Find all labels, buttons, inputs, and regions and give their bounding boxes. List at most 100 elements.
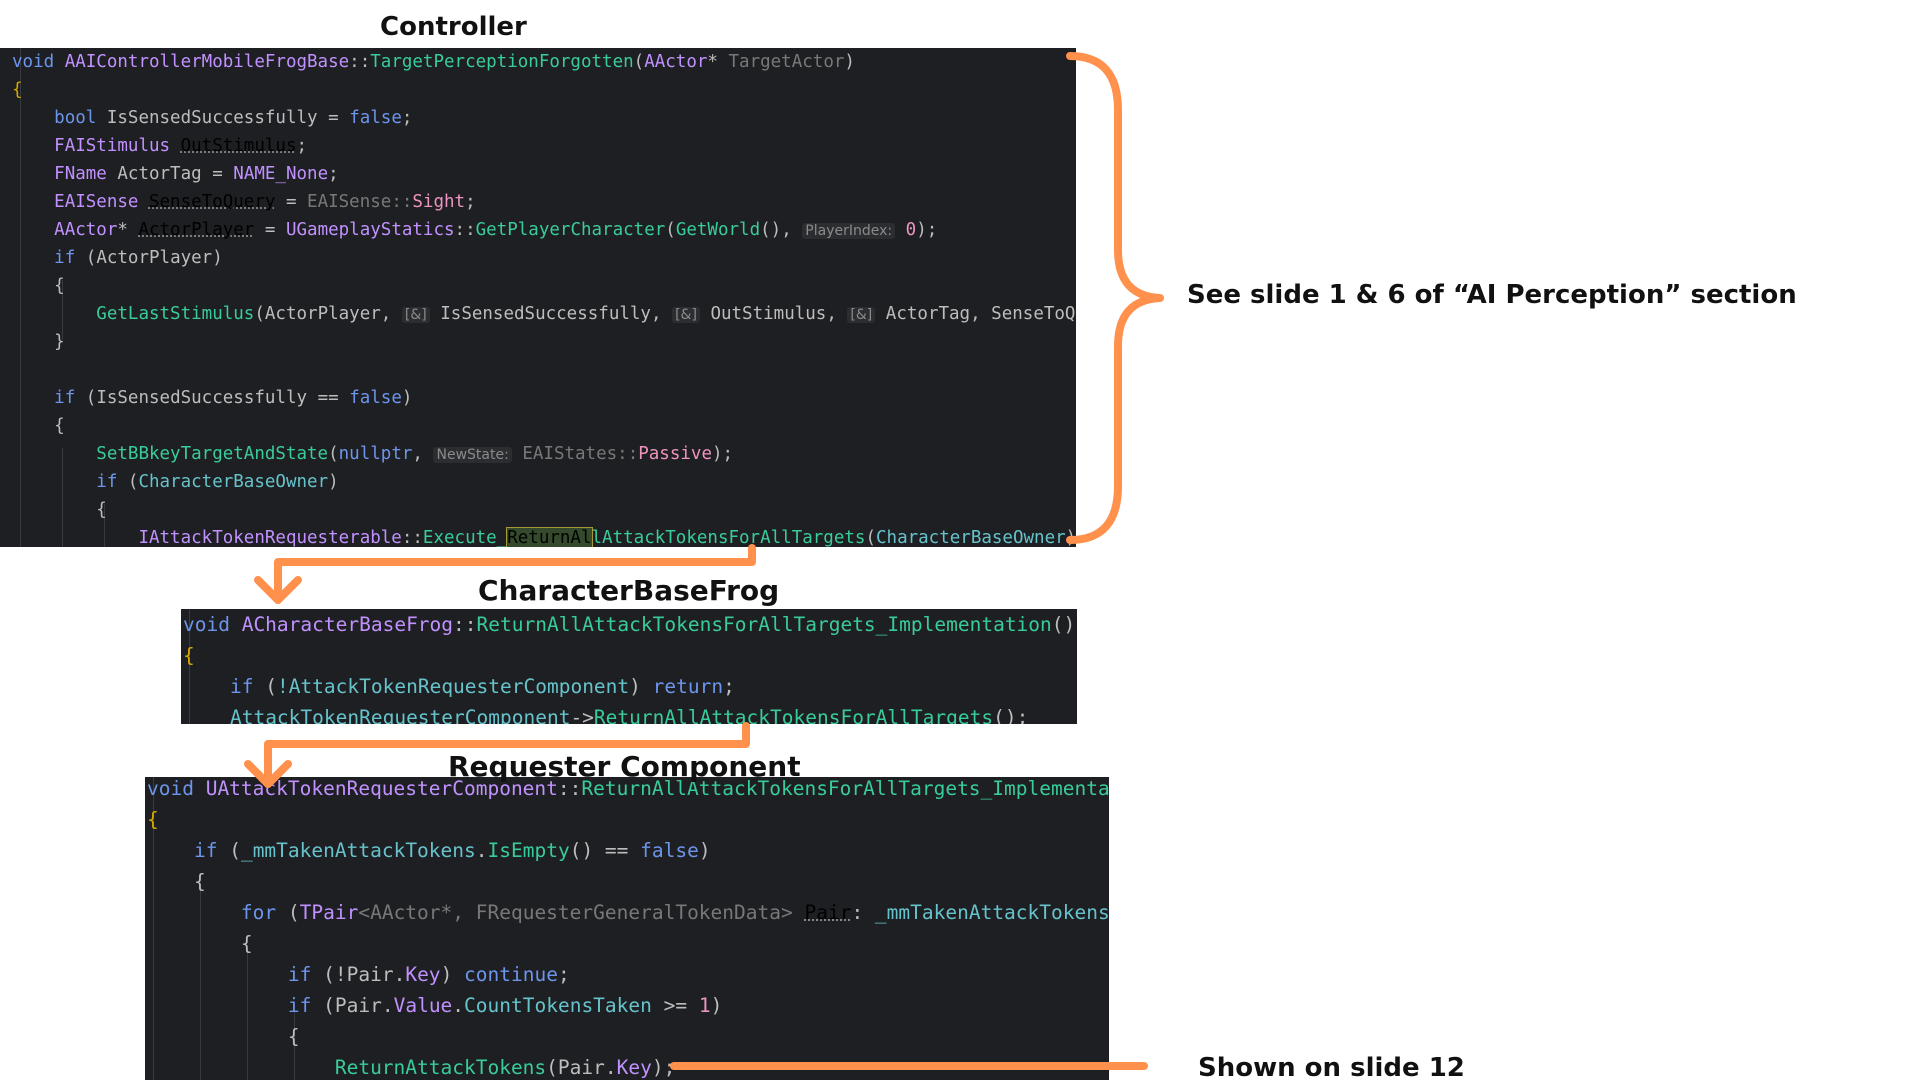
code-token: ) [328,472,339,492]
code-token: ) [844,52,855,72]
code-token: , [412,444,434,464]
code-token: IsEmpty [487,839,570,862]
code-token: ; [557,963,570,986]
code-token: EAISense [54,192,149,212]
code-token: ( [254,304,265,324]
code-token: TargetPerceptionForgotten [370,52,634,72]
code-token: !AttackTokenRequesterComponent [276,675,630,698]
slide-12-note: Shown on slide 12 [1198,1053,1465,1083]
code-token: ActorPlayer [138,220,255,240]
code-line: AActor* ActorPlayer = UGameplayStatics::… [0,216,1076,245]
code-token: ( [85,248,97,268]
code-token: , [970,304,992,324]
code-line: { [145,804,1109,835]
code-token: { [12,416,65,436]
code-line: { [181,640,1077,671]
code-token: :: [454,220,476,240]
code-token: Pair [557,1056,605,1079]
code-line: void UAttackTokenRequesterComponent::Ret… [145,777,1109,804]
code-line: AttackTokenRequesterComponent->ReturnAll… [181,702,1077,724]
ai-perception-note: See slide 1 & 6 of “AI Perception” secti… [1187,280,1797,310]
code-token: . [381,994,394,1017]
code-token: . [393,963,406,986]
code-token: TargetActor [728,52,845,72]
code-token: ( [323,994,335,1017]
code-token: () [1051,613,1076,636]
code-token: == [317,388,350,408]
code-token: if [96,472,128,492]
requester-component-code-block: void UAttackTokenRequesterComponent::Ret… [145,777,1109,1080]
code-token: ActorTag [117,164,213,184]
code-token: , [380,304,402,324]
code-token: ( [85,388,97,408]
code-line: if (Pair.Value.CountTokensTaken >= 1) [145,990,1109,1021]
code-token: bool [54,108,107,128]
code-line: GetLastStimulus(ActorPlayer, [&] IsSense… [0,300,1076,329]
code-token: PlayerIndex: [802,223,896,239]
code-token: , [650,304,673,324]
code-token: void [183,613,242,636]
code-token: 0 [895,220,917,240]
code-token: { [183,644,195,667]
code-line: SetBBkeyTargetAndState(nullptr, NewState… [0,440,1076,469]
code-token: if [54,248,86,268]
code-token: ) [629,675,653,698]
requester-component-title: Requester Component [448,750,801,783]
code-token: GetLastStimulus [96,304,255,324]
code-token: ( [633,52,645,72]
arrowhead-to-requester [244,760,292,788]
code-token: IAttackTokenRequesterable [138,528,402,547]
code-token: CountTokensTaken [464,994,664,1017]
code-token: Value [393,994,453,1017]
code-token: TPair [299,901,359,924]
code-token: false [640,839,699,862]
connector-controller-to-frog [274,544,756,604]
code-line: bool IsSensedSuccessfully = false; [0,104,1076,132]
code-token: IsSensedSuccessfully [96,388,318,408]
code-line: ReturnAttackTokens(Pair.Key); [145,1052,1109,1080]
code-token: ; [401,108,413,128]
code-token: :: [453,613,477,636]
code-token: :: [401,528,423,547]
code-token: AttackTokenRequesterComponent [229,706,571,724]
code-token: FName [54,164,118,184]
code-token: SenseToQuery [991,304,1076,324]
code-token: lAttackTokensForAllTargets [591,528,866,547]
code-token: ( [265,675,277,698]
code-line: if (!Pair.Key) continue; [145,959,1109,990]
code-token: OutStimulus [699,304,827,324]
code-token: Pair [346,963,394,986]
code-token: UAttackTokenRequesterComponent [205,777,558,800]
code-token: if [229,675,266,698]
code-token: NewState: [433,447,512,463]
code-token: ( [229,839,241,862]
code-token: ; [465,192,476,212]
code-token: if [54,388,86,408]
code-token: EAIStates:: [511,444,639,464]
code-line: } [0,328,1076,356]
code-token: { [147,808,159,831]
code-token: SetBBkeyTargetAndState [96,444,329,464]
code-line: if (CharacterBaseOwner) [0,468,1076,496]
code-token: return [652,675,724,698]
code-token: { [12,80,23,100]
code-token: { [12,500,107,520]
code-token: ( [287,901,300,924]
code-token: Sight [412,192,466,212]
code-token: } [12,332,65,352]
code-token: AActor [644,52,708,72]
code-line: if (IsSensedSuccessfully == false) [0,384,1076,412]
code-token: >= [663,994,699,1017]
code-token: Key [405,963,441,986]
code-line: EAISense SenseToQuery = EAISense::Sight; [0,188,1076,216]
code-token: ; [723,675,735,698]
code-token: ( [865,528,876,547]
code-token: _mmTakenAttackTokens [874,901,1109,924]
code-line: if (!AttackTokenRequesterComponent) retu… [181,671,1077,702]
code-token: -> [570,706,594,724]
code-token: = [212,164,234,184]
code-token: ReturnAllAttackTokensForAllTargets [593,706,994,724]
code-token: ; [296,136,308,156]
code-token: ) [710,994,723,1017]
code-token: continue [464,963,558,986]
